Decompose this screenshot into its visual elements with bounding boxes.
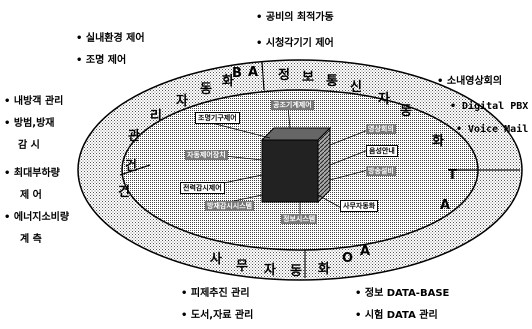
- ring-char: 통: [326, 74, 338, 89]
- label-task: • 피제추진 관리: [181, 288, 250, 299]
- ring-char: 무: [236, 259, 248, 274]
- label-pbx: • Digital PBX: [450, 101, 529, 112]
- ring-char: 신: [350, 80, 362, 95]
- ring-char: 자: [264, 263, 276, 278]
- label-video: • 소내영상회의: [437, 76, 503, 87]
- ring-char: B: [232, 66, 242, 81]
- center-box: 자동제어장치: [185, 150, 228, 160]
- ring-char: 리: [150, 109, 162, 124]
- label-equipment: • 공비의 최적가동: [256, 12, 334, 23]
- ring-char: 자: [378, 92, 390, 107]
- ring-char: A: [360, 244, 371, 259]
- ring-divider: [119, 164, 151, 176]
- center-box: 공조기계제어: [271, 100, 314, 110]
- ring-char: 사: [210, 252, 222, 267]
- label-max-load: • 최대부하량: [4, 168, 60, 179]
- ring-char: 자: [176, 94, 188, 109]
- ring-char: 정: [278, 68, 290, 83]
- ring-char: 건: [118, 185, 130, 200]
- center-box: 사무자동화: [340, 200, 379, 212]
- ring-char: A: [440, 198, 451, 213]
- center-box: 방재감시시스템: [205, 201, 255, 211]
- center-box: 정보시스템: [281, 214, 318, 224]
- label-exp: • 시험 DATA 관리: [355, 310, 438, 321]
- center-box: 전력감시제어: [180, 182, 225, 194]
- ring-char: 보: [302, 70, 314, 85]
- ring-char: 화: [222, 74, 234, 89]
- label-db: • 정보 DATA-BASE: [355, 288, 450, 299]
- central-server-icon: [260, 126, 332, 204]
- label-docs: • 도서,자료 관리: [181, 310, 254, 321]
- center-box: 음성안내: [366, 145, 398, 157]
- label-security: • 방범,방재: [4, 118, 55, 129]
- label-env-control: • 실내환경 제어: [76, 33, 145, 44]
- ring-char: 화: [432, 134, 444, 149]
- ring-char: T: [448, 168, 457, 183]
- label-energy: • 에너지소비량: [4, 212, 70, 223]
- label-schedule: • 시청각기기 제어: [256, 38, 334, 49]
- label-fire: • 내방객 관리: [4, 96, 64, 107]
- label-lighting: • 조명 제어: [76, 55, 127, 66]
- center-box: 조명기구제어: [195, 112, 240, 124]
- center-box: 영상회의: [366, 124, 396, 134]
- label-security-2: 감 시: [18, 140, 40, 151]
- label-voicemail: • Voice Mail: [456, 124, 529, 135]
- label-energy-2: 계 측: [20, 234, 42, 245]
- center-box: 방송설비: [366, 166, 396, 176]
- ring-char: 동: [400, 104, 412, 119]
- ring-char: 화: [318, 262, 330, 277]
- ring-divider: [261, 61, 265, 91]
- ring-char: 관: [128, 129, 140, 144]
- ring-char: 동: [200, 82, 212, 97]
- ring-char: A: [248, 65, 259, 80]
- ring-char: 건: [125, 159, 137, 174]
- ring-char: O: [342, 251, 354, 266]
- ring-char: 동: [290, 264, 302, 279]
- label-max-load-2: 제 어: [20, 190, 42, 201]
